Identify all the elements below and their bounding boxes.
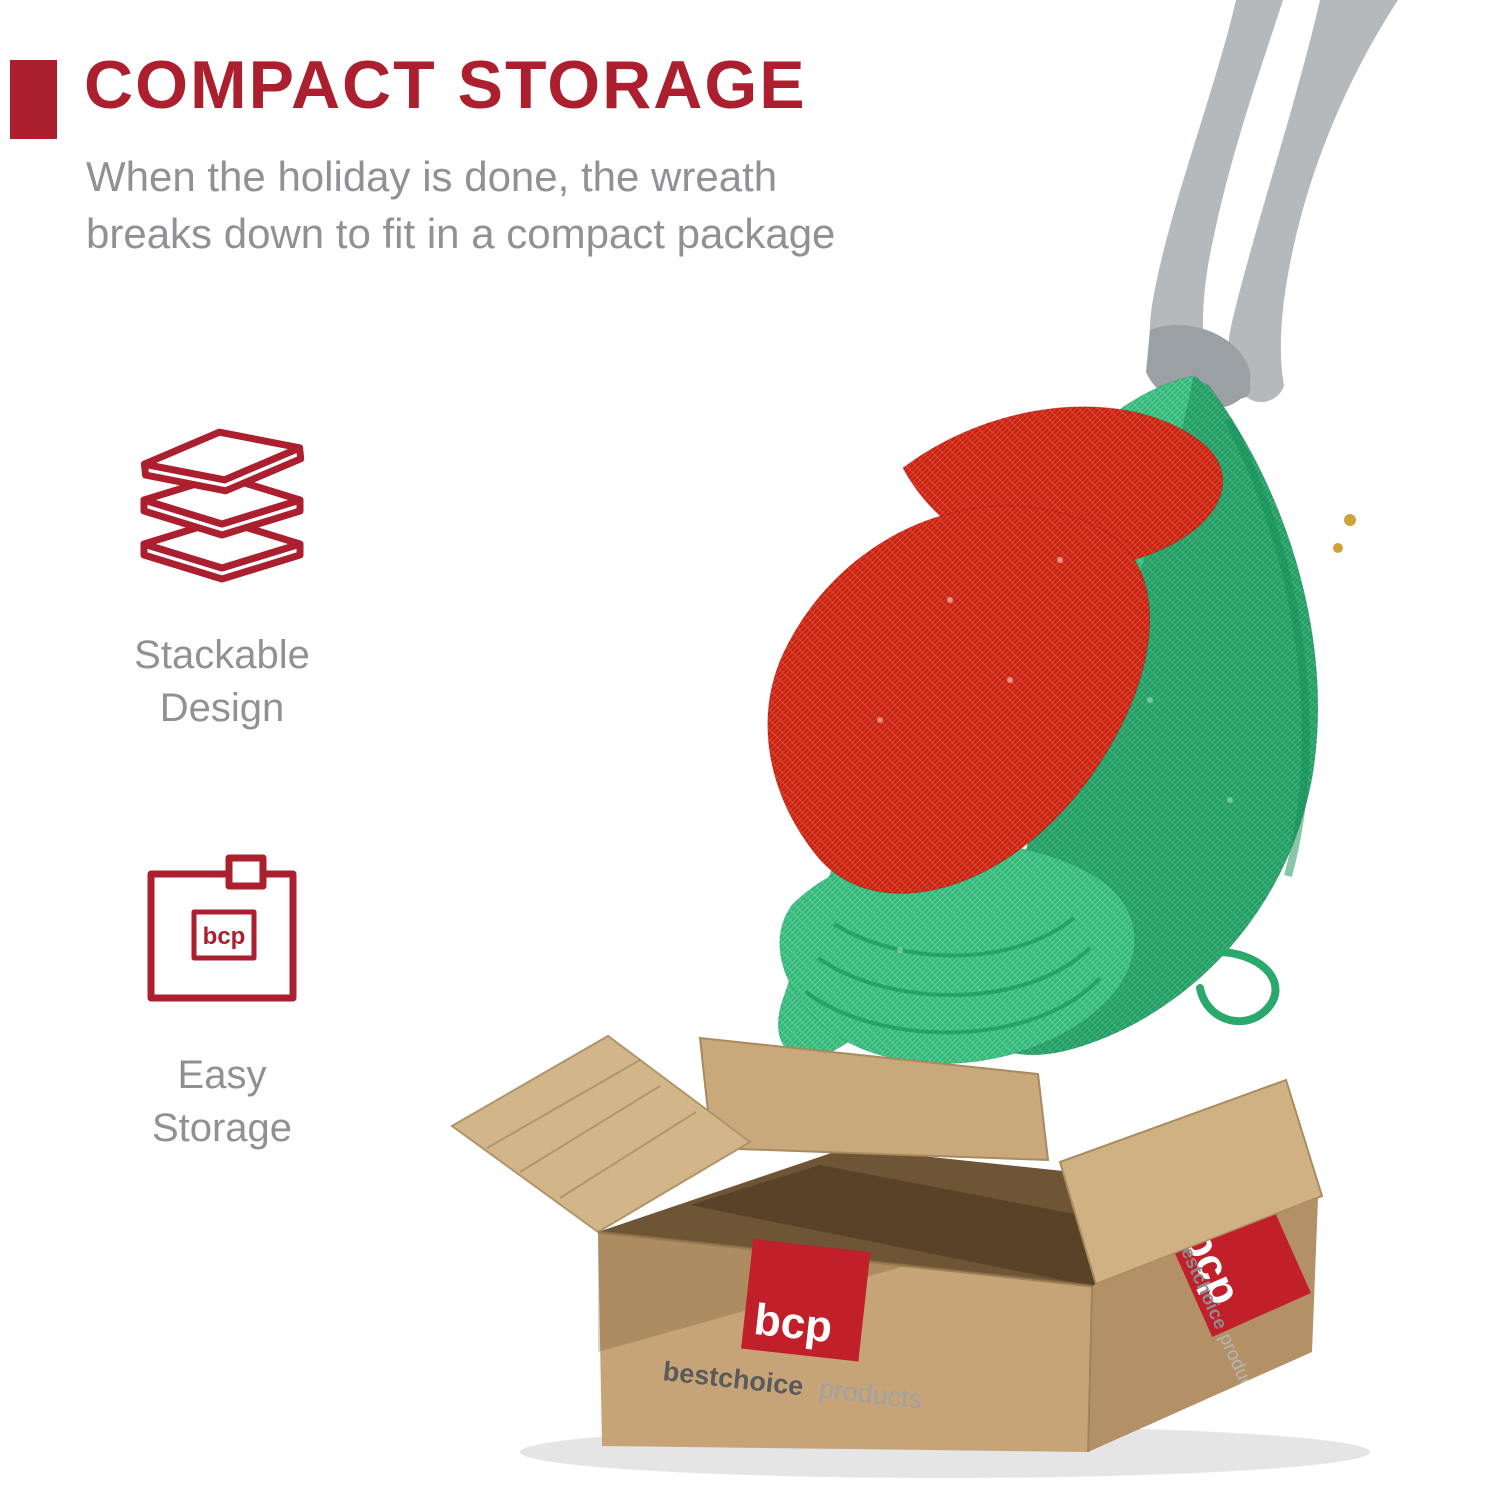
page-title: COMPACT STORAGE [84, 47, 807, 123]
storage-label-line-1: Easy [177, 1053, 267, 1097]
box-interior-shadow [690, 1165, 1210, 1286]
gold-hook-small [1333, 543, 1343, 553]
subtitle-line-1: When the holiday is done, the wreath [86, 153, 778, 200]
box-flap-left [450, 1034, 752, 1234]
subtitle-line-2: breaks down to fit in a compact package [86, 210, 836, 258]
icon-logo-text: bcp [203, 923, 246, 950]
flap-corrugation [486, 1059, 697, 1199]
gold-hook [1344, 514, 1356, 526]
box-flap-right [1058, 1078, 1324, 1286]
accent-bar [10, 60, 57, 139]
stack-icon [140, 428, 305, 583]
wreath-hanging-loop [1196, 948, 1280, 1026]
feature-storage: bcp Easy Storage [110, 848, 334, 1155]
wreath-sparkles [877, 557, 1233, 953]
feature-stackable-label: Stackable Design [110, 629, 334, 735]
fingers [1162, 343, 1251, 399]
collapsed-wreath [767, 343, 1356, 1065]
bow-red-main [767, 505, 1151, 894]
box-flap-back [698, 1036, 1050, 1162]
front-logo-text: bcp [752, 1295, 835, 1352]
hands-silhouette [1146, 0, 1398, 409]
stackable-label-line-2: Design [159, 685, 285, 730]
wreath-wire [1224, 418, 1310, 878]
storage-label-line-2: Storage [151, 1105, 293, 1150]
storage-box-icon: bcp [147, 854, 297, 1002]
page-subtitle: When the holiday is done, the wreath bre… [86, 148, 835, 262]
stackable-label-line-1: Stackable [134, 633, 310, 677]
feature-storage-label: Easy Storage [110, 1049, 334, 1155]
cardboard-box: bcp bestchoice products bcp bestchoice p… [450, 1034, 1370, 1478]
feature-stackable: Stackable Design [110, 420, 334, 735]
